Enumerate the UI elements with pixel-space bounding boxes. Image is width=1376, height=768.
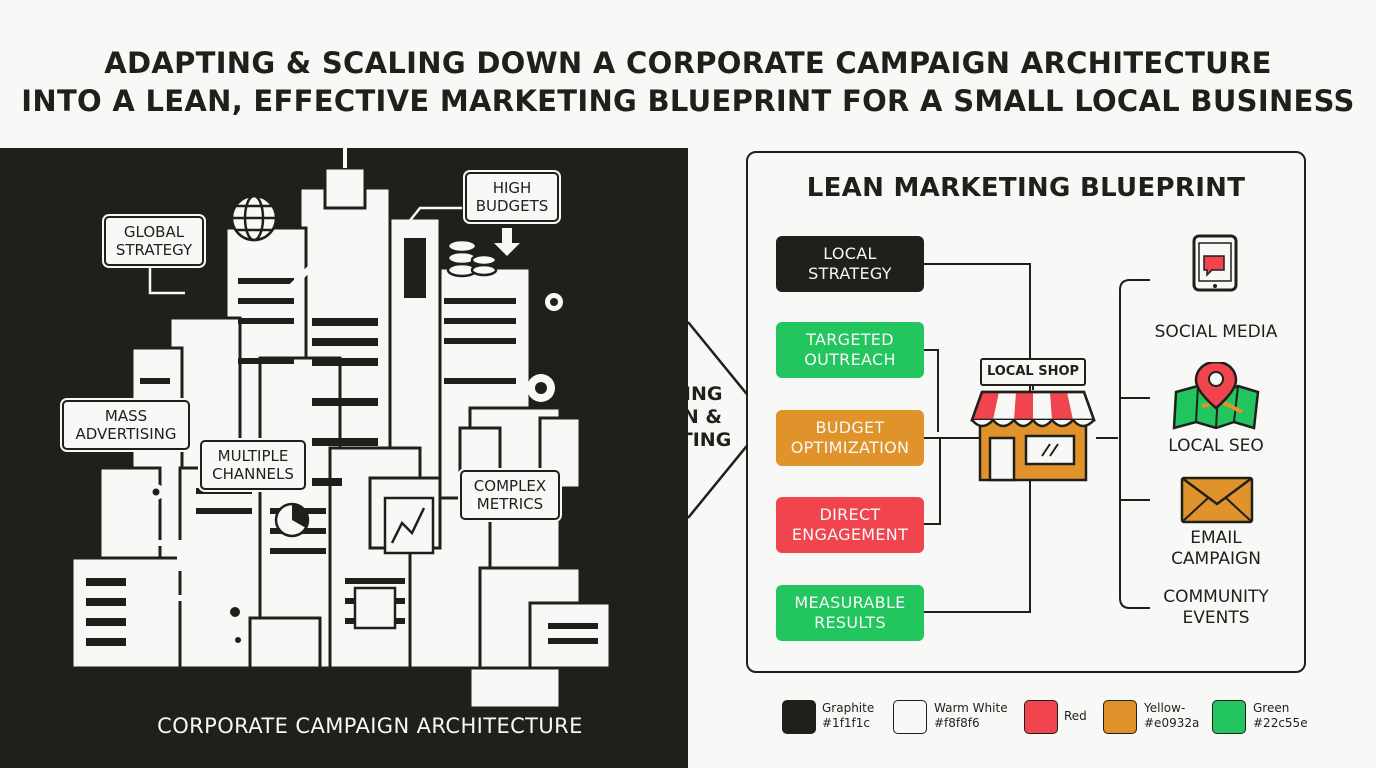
palette-label-yellow: Yellow-#e0932a [1144,701,1200,730]
envelope-icon [1180,476,1254,524]
channel-community-events: COMMUNITY EVENTS [1136,587,1296,629]
callout-complex-metrics: COMPLEX METRICS [460,470,560,520]
shop-sign: LOCAL SHOP [980,358,1086,386]
smartphone-icon [1192,234,1238,292]
callout-high-budgets: HIGH BUDGETS [465,172,559,222]
corporate-architecture-panel: GLOBAL STRATEGY HIGH BUDGETS MASS ADVERT… [0,148,688,768]
channel-social-media: SOCIAL MEDIA [1136,322,1296,343]
channel-local-seo: LOCAL SEO [1136,436,1296,457]
transition-line-1: SCALING [629,383,723,405]
map-pin-icon [1172,362,1260,430]
palette-label-green: Green#22c55e [1253,701,1308,730]
callout-mass-advertising-text: MASS ADVERTISING [75,407,177,443]
title-line-2: INTO A LEAN, EFFECTIVE MARKETING BLUEPRI… [21,84,1355,118]
transition-line-2: DOWN & [630,406,722,428]
channel-social-media-text: SOCIAL MEDIA [1154,322,1278,342]
title-line-1: ADAPTING & SCALING DOWN A CORPORATE CAMP… [104,46,1272,80]
channel-local-seo-text: LOCAL SEO [1168,436,1264,456]
palette-swatch-red [1024,700,1058,734]
palette-label-red: Red [1064,709,1087,723]
palette-swatch-green [1212,700,1246,734]
callout-multiple-channels: MULTIPLE CHANNELS [200,440,306,490]
channel-community-line-2: EVENTS [1182,608,1250,628]
transition-line-3: ADAPTING [620,429,732,451]
channel-community-line-1: COMMUNITY [1163,587,1269,607]
palette-label-graphite: Graphite#1f1f1c [822,701,875,730]
callout-global-strategy-text: GLOBAL STRATEGY [115,223,193,259]
callout-high-budgets-text: HIGH BUDGETS [475,179,549,215]
channel-email-line-1: EMAIL [1190,528,1242,548]
palette-swatch-warm-white [893,700,927,734]
palette-swatch-yellow [1103,700,1137,734]
transition-label: SCALING DOWN & ADAPTING [616,383,736,452]
channel-email-line-2: CAMPAIGN [1171,549,1261,569]
page-title: ADAPTING & SCALING DOWN A CORPORATE CAMP… [0,44,1376,120]
callout-global-strategy: GLOBAL STRATEGY [104,216,204,266]
callout-multiple-channels-text: MULTIPLE CHANNELS [212,447,294,483]
corporate-panel-label: CORPORATE CAMPAIGN ARCHITECTURE [157,714,583,738]
callout-mass-advertising: MASS ADVERTISING [62,400,190,450]
callout-complex-metrics-text: COMPLEX METRICS [473,477,547,513]
channel-email-campaign: EMAIL CAMPAIGN [1136,528,1296,570]
palette-label-warm-white: Warm White#f8f8f6 [934,701,1008,730]
palette-swatch-graphite [782,700,816,734]
local-shop-icon [970,380,1096,482]
blueprint-title: LEAN MARKETING BLUEPRINT [806,173,1246,203]
corporate-city-illustration [70,148,612,710]
